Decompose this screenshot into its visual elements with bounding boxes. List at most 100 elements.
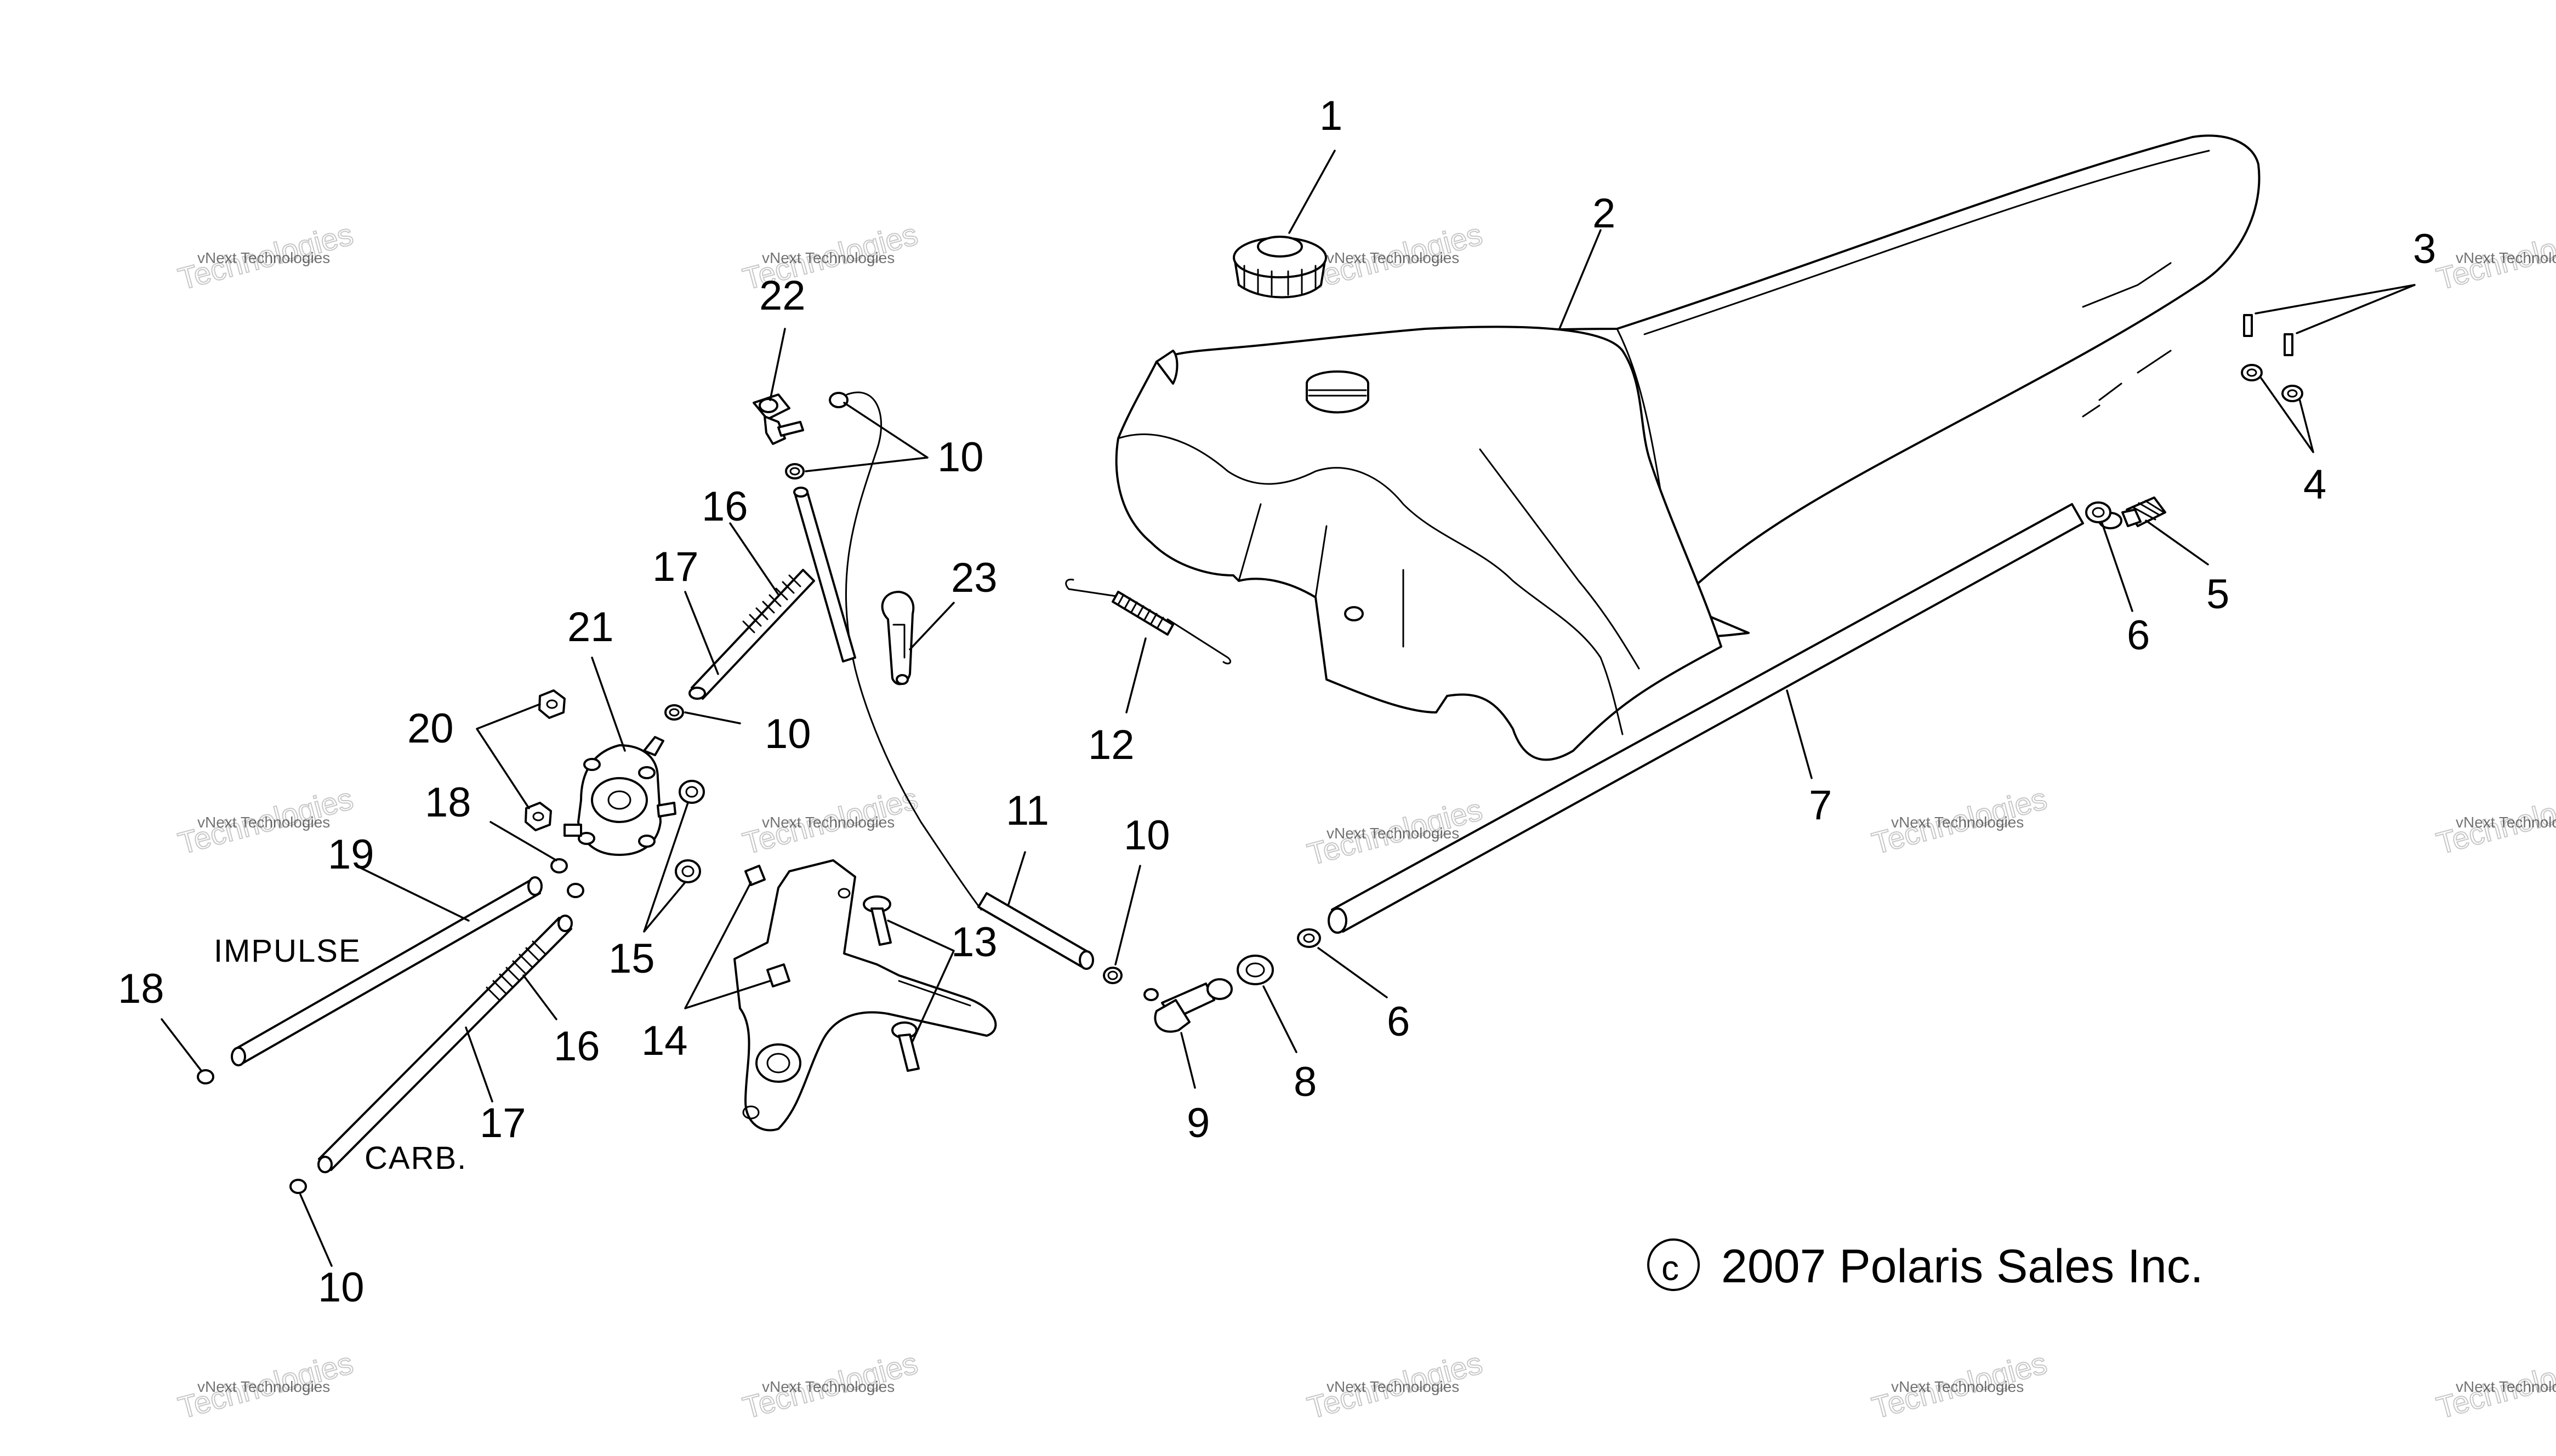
fuel-cap: [1233, 236, 1327, 299]
callout-5: 5: [2206, 571, 2229, 618]
svg-text:vNext Technologies: vNext Technologies: [762, 1378, 895, 1395]
copyright: c 2007 Polaris Sales Inc.: [1647, 1238, 2204, 1293]
washer: [679, 780, 705, 804]
callout-15: 15: [608, 935, 655, 982]
callout-23: 23: [951, 555, 998, 601]
leader-lines: [161, 150, 2416, 1267]
callout-22: 22: [759, 272, 806, 319]
svg-text:vNext Technologies: vNext Technologies: [1891, 1378, 2024, 1395]
callout-1: 1: [1319, 93, 1342, 139]
callout-21: 21: [567, 604, 614, 650]
pin: [2284, 333, 2293, 356]
svg-text:vNext Technologies: vNext Technologies: [197, 1378, 330, 1395]
washer-lower: [1297, 928, 1321, 948]
grommet: [2281, 385, 2303, 402]
nut: [538, 689, 566, 719]
svg-text:vNext Technologies: vNext Technologies: [1327, 825, 1459, 842]
callout-17: 17: [652, 544, 699, 590]
callout-19: 19: [328, 831, 374, 878]
svg-text:vNext Technologies: vNext Technologies: [2456, 1378, 2556, 1395]
callout-2: 2: [1592, 190, 1615, 237]
callouts: 1 2 3 4 5 6 7 6 8 9 10 11 12 23 22 10 16…: [118, 93, 2436, 1311]
fuel-valve: [563, 736, 676, 856]
callout-18: 18: [118, 966, 164, 1012]
callout-9: 9: [1187, 1100, 1210, 1146]
callout-18: 18: [425, 779, 471, 826]
callout-4: 4: [2303, 461, 2326, 508]
vent-hose: [845, 391, 982, 911]
pins: [2243, 314, 2293, 356]
copyright-symbol-letter: c: [1661, 1248, 1679, 1288]
grommets: [2241, 364, 2303, 402]
hose-clamp: [550, 858, 568, 873]
callout-3: 3: [2413, 226, 2436, 272]
callout-10: 10: [765, 711, 811, 757]
inline-valve: [753, 393, 804, 445]
callout-6: 6: [1387, 998, 1410, 1045]
fuel-tank: [1115, 326, 1722, 761]
fuel-hose-short: [977, 892, 1094, 970]
callout-10: 10: [1124, 812, 1170, 859]
washer: [675, 859, 701, 883]
hose-clamp: [829, 392, 849, 408]
mounting-clip: [744, 865, 766, 886]
callout-8: 8: [1294, 1059, 1317, 1105]
bolt: [891, 1021, 920, 1072]
mounting-bracket: [733, 859, 997, 1132]
spring: [1065, 578, 1231, 665]
spring-hose-upper: [688, 569, 815, 700]
callout-13: 13: [951, 919, 998, 966]
svg-text:vNext Technologies: vNext Technologies: [2456, 814, 2556, 831]
washer-upper: [2085, 501, 2111, 523]
copyright-symbol: [1647, 1238, 1700, 1291]
pin: [2243, 314, 2253, 337]
nut: [525, 802, 552, 831]
vertical-hose: [793, 487, 856, 663]
callout-20: 20: [407, 705, 454, 752]
hose-clamp: [567, 883, 584, 898]
svg-text:vNext Technologies: vNext Technologies: [1891, 814, 2024, 831]
carb-hose: [317, 915, 573, 1173]
hose-clamp: [785, 463, 805, 479]
copyright-text: 2007 Polaris Sales Inc.: [1721, 1240, 2204, 1293]
callout-10: 10: [318, 1264, 365, 1311]
svg-text:vNext Technologies: vNext Technologies: [2456, 249, 2556, 266]
callout-10: 10: [937, 434, 984, 481]
callout-6: 6: [2127, 612, 2150, 659]
callout-7: 7: [1809, 782, 1832, 829]
callout-14: 14: [641, 1018, 688, 1064]
bolt: [863, 895, 892, 946]
impulse-hose: [231, 876, 543, 1066]
svg-text:vNext Technologies: vNext Technologies: [1327, 249, 1459, 266]
fuel-hose-main: [1328, 503, 2084, 934]
svg-text:vNext Technologies: vNext Technologies: [1327, 1378, 1459, 1395]
callout-16: 16: [702, 483, 748, 530]
svg-text:vNext Technologies: vNext Technologies: [197, 814, 330, 831]
grommet: [2241, 364, 2263, 381]
callout-17: 17: [480, 1100, 526, 1146]
hose-clamp: [197, 1069, 214, 1084]
callout-12: 12: [1088, 722, 1135, 768]
svg-text:vNext Technologies: vNext Technologies: [762, 814, 895, 831]
filler-neck: [1306, 370, 1369, 414]
carb-label: CARB.: [365, 1140, 467, 1176]
impulse-label: IMPULSE: [214, 933, 361, 969]
callout-11: 11: [1006, 787, 1049, 834]
svg-text:vNext Technologies: vNext Technologies: [762, 249, 895, 266]
seat: [1166, 134, 2261, 638]
hose-clip: [881, 591, 915, 686]
bushing: [1237, 955, 1274, 985]
hose-clamp: [664, 704, 684, 721]
